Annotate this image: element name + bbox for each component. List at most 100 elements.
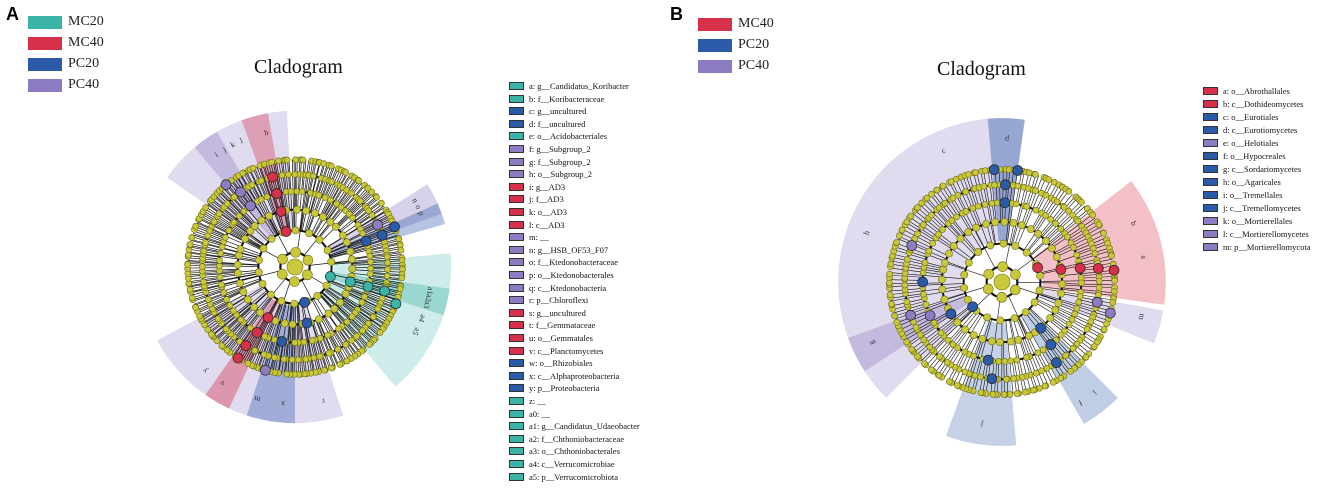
clade-label: a5: [410, 326, 422, 337]
taxon-node: [267, 234, 276, 243]
taxon-node: [210, 218, 218, 225]
taxon-node: [288, 320, 297, 329]
taxon-node: [230, 307, 237, 315]
cladogram-branch: [325, 209, 387, 248]
cladogram-branch: [352, 269, 403, 273]
taxa-swatch: [509, 245, 524, 254]
taxa-swatch: [1203, 178, 1218, 186]
taxa-label: y: p__Proteobacteria: [529, 383, 600, 394]
taxa-swatch: [509, 82, 524, 90]
taxon-node: [321, 366, 328, 374]
cladogram-branch: [909, 216, 954, 248]
cladogram-branch: [317, 319, 338, 366]
taxon-node: [1034, 349, 1042, 357]
cladogram-branch: [248, 169, 280, 235]
significant-node: [945, 308, 957, 320]
cladogram-branch: [964, 338, 983, 389]
significant-node: [924, 310, 936, 321]
taxon-node: [1095, 221, 1103, 228]
taxon-node: [236, 245, 245, 254]
cladogram-branch: [351, 250, 402, 259]
taxon-node: [914, 230, 921, 238]
cladogram-branch: [311, 321, 328, 370]
taxon-node: [949, 341, 957, 348]
taxon-node: [949, 242, 958, 250]
cladogram-branch: [987, 170, 995, 223]
cladogram-branch: [971, 318, 993, 391]
taxon-node: [356, 197, 364, 205]
cladogram-branch: [320, 318, 344, 364]
taxon-node: [895, 232, 903, 240]
taxon-node: [302, 254, 314, 266]
cladogram-branch: [210, 301, 250, 334]
significant-node: [260, 364, 271, 376]
taxon-node: [948, 217, 956, 224]
cladogram-nodes: [184, 156, 406, 378]
cladogram-branch: [204, 208, 248, 237]
taxon-node: [333, 200, 340, 208]
cladogram-branch: [1043, 325, 1080, 365]
taxon-node: [216, 257, 223, 264]
taxon-node: [271, 354, 278, 361]
taxa-swatch: [1203, 243, 1218, 251]
significant-node: [982, 354, 994, 366]
cladogram-branch: [297, 159, 301, 210]
cladogram-branch: [1058, 243, 1109, 262]
taxa-label: a: g__Candidatus_Koribacter: [529, 81, 629, 91]
taxon-node: [338, 231, 347, 240]
taxa-swatch: [509, 371, 524, 380]
taxa-label: d: f__uncultured: [529, 118, 586, 129]
taxa-label: a4: c__Verrucomicrobiae: [529, 459, 615, 469]
significant-node: [1108, 264, 1120, 276]
significant-node: [1104, 307, 1116, 319]
cladogram-branch: [308, 162, 321, 212]
taxon-node: [1047, 244, 1056, 253]
taxon-node: [1032, 171, 1039, 178]
cladogram-branch: [218, 307, 255, 344]
significant-node: [235, 186, 246, 198]
cladogram-branch: [236, 314, 265, 358]
clade-highlight: [194, 131, 276, 238]
significant-node: [360, 235, 372, 247]
taxa-swatch: [1203, 204, 1218, 212]
cladogram-branch: [189, 246, 239, 257]
taxa-swatch: [509, 359, 524, 368]
taxon-node: [315, 235, 324, 244]
group-label: MC40: [738, 16, 774, 31]
taxa-label: c: o__Eurotiales: [1223, 112, 1279, 122]
taxon-node: [1035, 271, 1044, 280]
taxon-node: [226, 302, 234, 309]
taxa-label: x: c__Alphaproteobacteria: [529, 370, 620, 381]
taxon-node: [922, 301, 930, 308]
taxon-node: [192, 222, 200, 230]
taxon-node: [200, 278, 207, 286]
cladogram-branch: [307, 166, 334, 233]
taxon-node: [374, 305, 382, 313]
taxon-node: [349, 214, 356, 222]
significant-node: [1055, 264, 1067, 275]
cladogram-branch: [1060, 293, 1113, 304]
cladogram-branch: [1056, 234, 1105, 257]
group-swatch: [28, 58, 62, 71]
cladogram-branch: [1058, 302, 1108, 321]
cladogram-branch: [187, 270, 238, 276]
taxon-node: [322, 281, 331, 290]
taxa-swatch: [509, 422, 524, 431]
significant-node: [967, 301, 978, 313]
taxa-label: d: c__Eurotiomycetes: [1223, 125, 1298, 135]
taxon-node: [293, 205, 301, 214]
cladogram-branch: [258, 165, 284, 233]
taxon-node: [1014, 335, 1023, 344]
cladogram-branch: [905, 312, 951, 341]
cladogram-branch: [1051, 218, 1096, 249]
taxa-label: h: o__Subgroup_2: [529, 169, 593, 180]
taxon-node: [330, 304, 339, 313]
cladogram-branch: [209, 201, 250, 233]
clade-highlight: [1022, 310, 1118, 424]
taxon-node: [963, 295, 972, 304]
cladogram-branch: [187, 269, 238, 274]
taxa-swatch: [1203, 126, 1218, 134]
cladogram-branch: [317, 319, 339, 366]
taxon-node: [331, 222, 340, 231]
taxon-node: [1058, 280, 1067, 288]
